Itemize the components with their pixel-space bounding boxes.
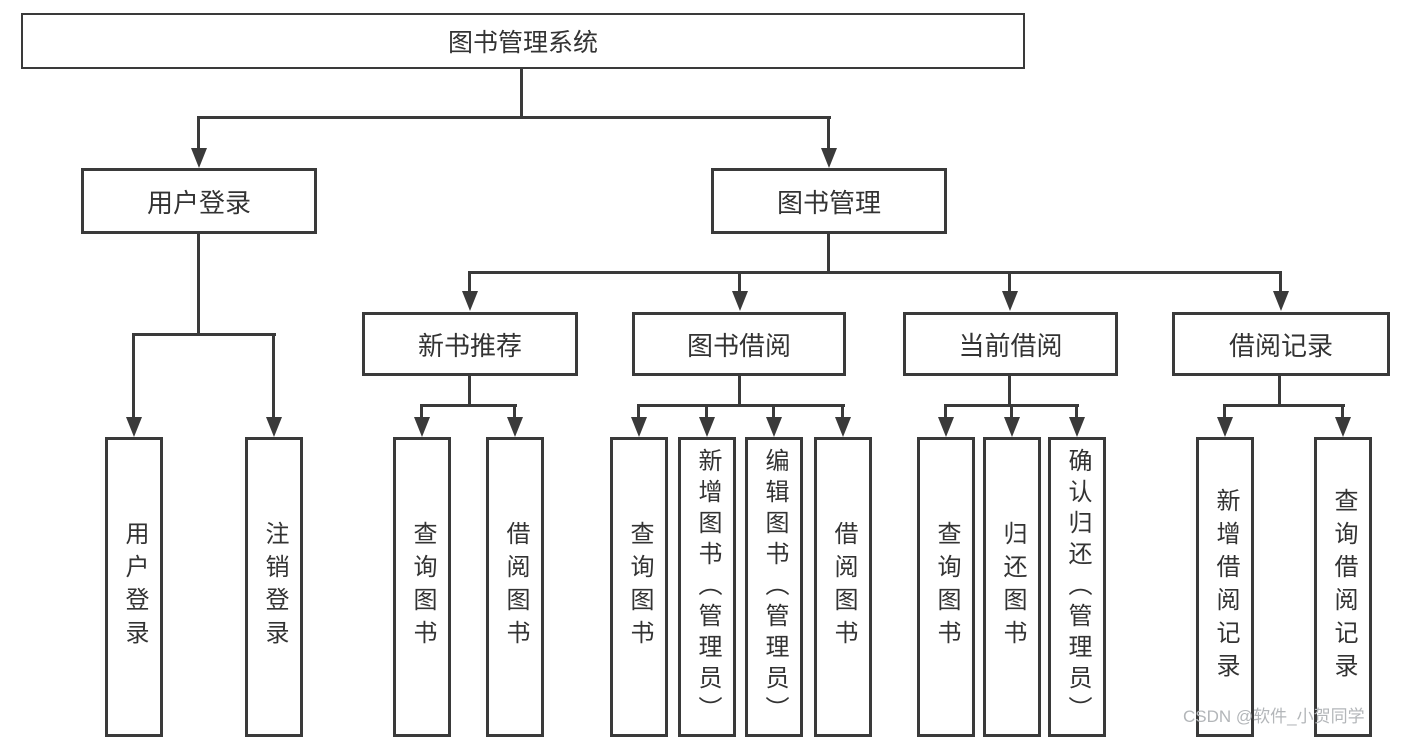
arrowhead [1335, 417, 1351, 437]
node-current-borrow: 当前借阅 [903, 312, 1118, 376]
leaf-user-login: 用户登录 [105, 437, 163, 737]
connector-borrow-bar [637, 404, 845, 407]
leaf-logout-label: 注销登录 [261, 521, 288, 653]
node-user-login-label: 用户登录 [146, 187, 251, 218]
connector-drop [944, 404, 947, 419]
node-book-management: 图书管理 [711, 168, 947, 234]
arrowhead [1217, 417, 1233, 437]
connector-drop-records [1279, 271, 1282, 294]
node-system-root: 图书管理系统 [21, 13, 1025, 69]
leaf-recommend-query-books: 查询图书 [393, 437, 451, 737]
arrowhead-leaf-login [126, 417, 142, 437]
leaf-records-add-record: 新增借阅记录 [1196, 437, 1254, 737]
node-borrow-records-label: 借阅记录 [1228, 330, 1333, 361]
node-new-book-recommend: 新书推荐 [362, 312, 578, 376]
connector-records-stub [1278, 376, 1281, 407]
node-system-root-label: 图书管理系统 [447, 29, 598, 57]
node-book-borrow-label: 图书借阅 [686, 330, 791, 361]
arrowhead-leaf-logout [266, 417, 282, 437]
arrowhead [1069, 417, 1085, 437]
leaf-label: 查询借阅记录 [1330, 488, 1357, 686]
node-new-book-recommend-label: 新书推荐 [417, 330, 522, 361]
connector-drop-leaf-login [132, 333, 135, 419]
leaf-label: 查询图书 [626, 521, 653, 653]
connector-drop-recommend [468, 271, 471, 294]
connector-drop-login [197, 116, 200, 150]
csdn-watermark: CSDN @软件_小贺同学 [1183, 707, 1365, 726]
leaf-label: 查询图书 [933, 521, 960, 653]
connector-drop [1010, 404, 1013, 419]
connector-mgmt-bar [468, 271, 1282, 274]
connector-recommend-stub [468, 376, 471, 407]
connector-drop-mgmt [827, 116, 830, 150]
connector-drop [705, 404, 708, 419]
connector-drop [772, 404, 775, 419]
leaf-label: 借阅图书 [502, 521, 529, 653]
leaf-label: 编辑图书（管理员） [761, 447, 788, 727]
leaf-label: 归还图书 [999, 521, 1026, 653]
leaf-borrow-borrow-books: 借阅图书 [814, 437, 872, 737]
arrowhead-mgmt [821, 148, 837, 168]
connector-root-bar [197, 116, 831, 119]
connector-drop [1341, 404, 1344, 419]
connector-drop-borrow [738, 271, 741, 294]
connector-drop [637, 404, 640, 419]
connector-recommend-bar [420, 404, 517, 407]
leaf-label: 查询图书 [409, 521, 436, 653]
arrowhead-current [1002, 291, 1018, 311]
connector-drop-current [1008, 271, 1011, 294]
leaf-label: 新增借阅记录 [1212, 488, 1239, 686]
connector-root-stub [520, 69, 523, 118]
node-book-management-label: 图书管理 [776, 187, 881, 218]
connector-drop [420, 404, 423, 419]
leaf-current-confirm-return-admin: 确认归还（管理员） [1048, 437, 1106, 737]
arrowhead [507, 417, 523, 437]
arrowhead-recommend [462, 291, 478, 311]
leaf-borrow-edit-books-admin: 编辑图书（管理员） [745, 437, 803, 737]
connector-drop [1223, 404, 1226, 419]
arrowhead [631, 417, 647, 437]
connector-current-stub [1008, 376, 1011, 407]
connector-records-bar [1223, 404, 1345, 407]
leaf-recommend-borrow-books: 借阅图书 [486, 437, 544, 737]
connector-drop-leaf-logout [272, 333, 275, 419]
arrowhead [938, 417, 954, 437]
node-user-login: 用户登录 [81, 168, 317, 234]
connector-drop [513, 404, 516, 419]
connector-drop [841, 404, 844, 419]
connector-mgmt-stub [827, 234, 830, 274]
arrowhead [835, 417, 851, 437]
connector-login-stub [197, 234, 200, 336]
leaf-current-query-books: 查询图书 [917, 437, 975, 737]
arrowhead [699, 417, 715, 437]
arrowhead [766, 417, 782, 437]
node-book-borrow: 图书借阅 [632, 312, 846, 376]
leaf-label: 确认归还（管理员） [1064, 447, 1091, 727]
leaf-records-query-record: 查询借阅记录 [1314, 437, 1372, 737]
arrowhead-records [1273, 291, 1289, 311]
connector-drop [1075, 404, 1078, 419]
arrowhead [1004, 417, 1020, 437]
leaf-borrow-query-books: 查询图书 [610, 437, 668, 737]
node-borrow-records: 借阅记录 [1172, 312, 1390, 376]
connector-borrow-stub [738, 376, 741, 407]
leaf-label: 新增图书（管理员） [694, 447, 721, 727]
arrowhead-borrow [732, 291, 748, 311]
connector-login-bar [132, 333, 276, 336]
arrowhead-login [191, 148, 207, 168]
leaf-user-login-label: 用户登录 [121, 521, 148, 653]
leaf-label: 借阅图书 [830, 521, 857, 653]
leaf-logout: 注销登录 [245, 437, 303, 737]
leaf-current-return-books: 归还图书 [983, 437, 1041, 737]
leaf-borrow-add-books-admin: 新增图书（管理员） [678, 437, 736, 737]
node-current-borrow-label: 当前借阅 [958, 330, 1063, 361]
arrowhead [414, 417, 430, 437]
